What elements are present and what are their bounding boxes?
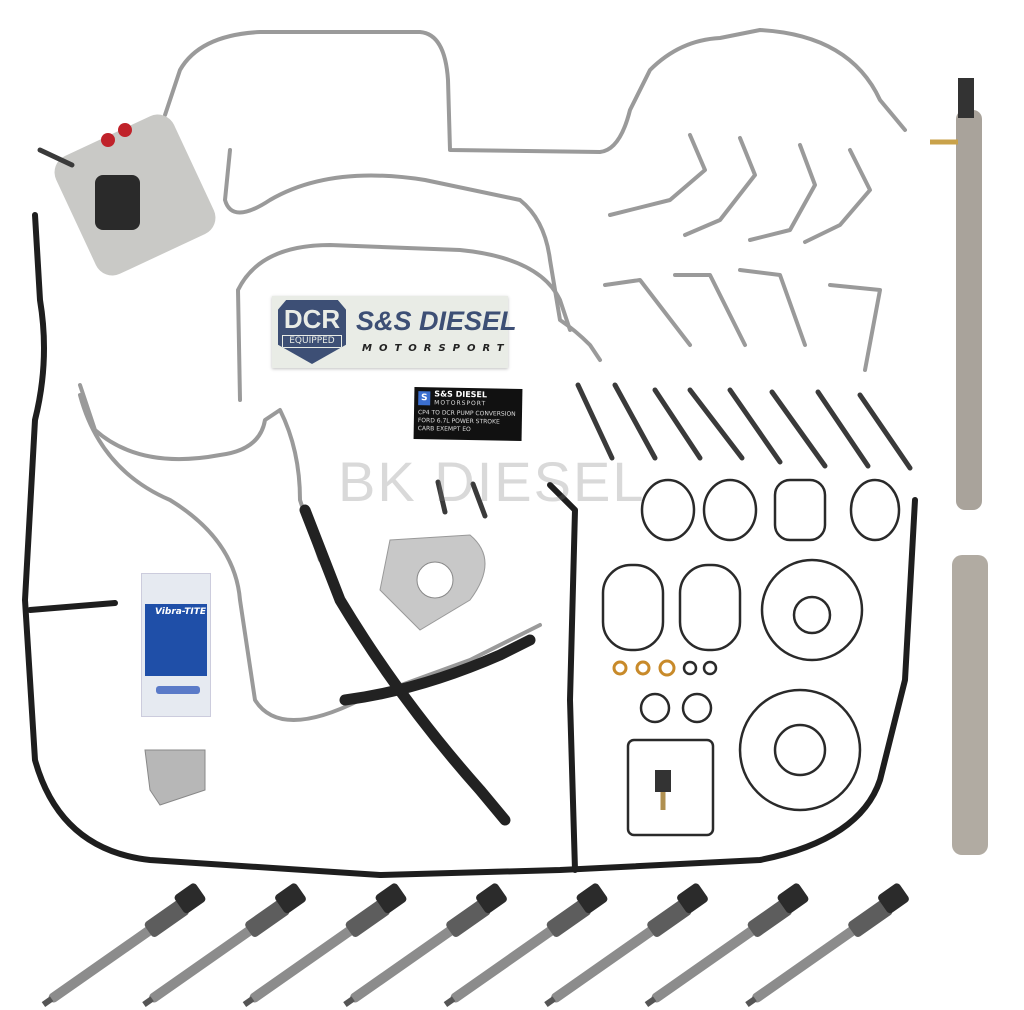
return-line-2	[78, 393, 542, 722]
injector	[443, 883, 608, 1008]
threadlocker-packet: Vibra-TITE	[141, 573, 211, 717]
high-pressure-pump	[37, 114, 216, 276]
hose-2	[339, 634, 536, 706]
return-line	[78, 383, 322, 562]
fuel-rail-long	[930, 78, 982, 510]
injector	[745, 883, 909, 1008]
threadlocker-tube	[156, 686, 200, 694]
harness-stub	[27, 600, 118, 613]
decal-tagline: MOTORSPORT	[362, 343, 511, 354]
info-card: S S&S DIESEL MOTORSPORT CP4 TO DCR PUMP …	[413, 387, 523, 441]
injectors	[41, 883, 909, 1008]
fuel-line-3	[236, 243, 572, 402]
fuel-line-top	[163, 28, 907, 154]
fuel-rail-short	[952, 555, 988, 855]
gaskets	[379, 478, 901, 837]
injector-lines	[603, 133, 882, 372]
o-rings	[612, 659, 718, 677]
shield-logo-icon: S	[418, 391, 431, 406]
harness-loop	[22, 212, 918, 878]
injector	[142, 883, 306, 1008]
card-tagline: MOTORSPORT	[434, 399, 487, 408]
watermark: BK DIESEL	[338, 450, 646, 513]
pressure-sensor	[655, 770, 671, 810]
bracket	[144, 749, 206, 806]
bolts	[435, 382, 913, 519]
card-line: CARB EXEMPT EO	[417, 425, 471, 434]
badge-text: DCR	[283, 304, 341, 334]
badge-subtext: EQUIPPED	[282, 335, 342, 348]
decal-brand: S&S DIESEL	[356, 306, 517, 336]
packet-label: Vibra-TITE	[145, 604, 207, 676]
dcr-badge: DCR EQUIPPED	[278, 300, 346, 364]
packet-product-name: Vibra-TITE	[155, 607, 207, 617]
injector	[343, 883, 507, 1008]
injector	[242, 883, 407, 1008]
card-line: FORD 6.7L POWER STROKE	[417, 417, 500, 426]
dcr-decal: DCR EQUIPPED S&S DIESEL MOTORSPORT	[272, 296, 517, 368]
injector	[544, 883, 708, 1008]
hose-1	[299, 504, 511, 826]
injector	[41, 883, 206, 1008]
harness-branch	[547, 482, 578, 873]
injector	[644, 883, 809, 1008]
